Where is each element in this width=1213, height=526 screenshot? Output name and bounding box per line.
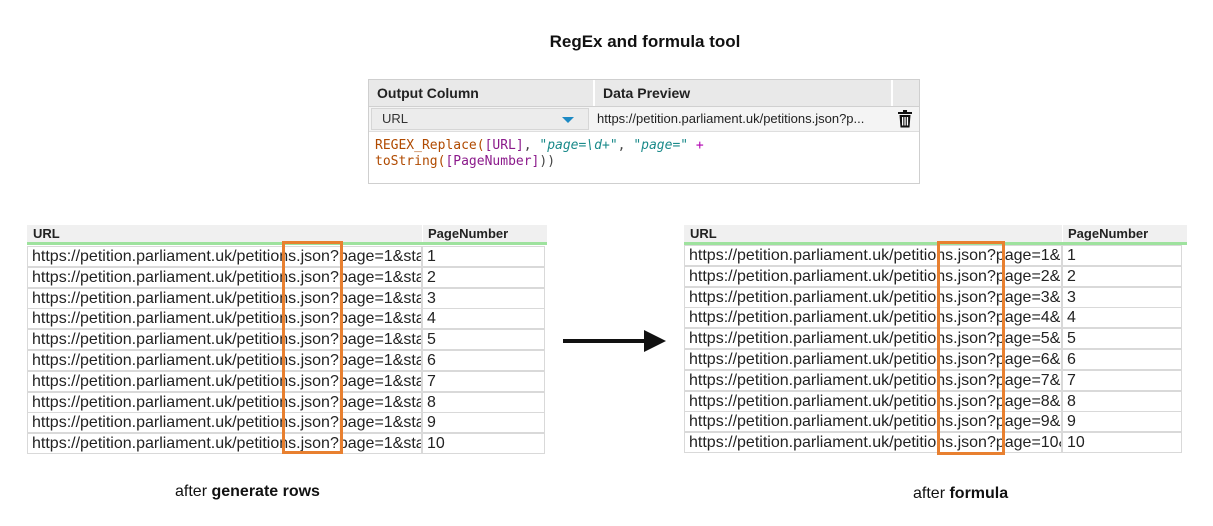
caption-before: after generate rows (175, 483, 320, 501)
pagenumber-cell: 5 (422, 329, 545, 351)
pagenumber-cell: 3 (1062, 286, 1182, 308)
pagenumber-cell: 4 (422, 308, 545, 330)
pagenumber-cell: 4 (1062, 307, 1182, 329)
chevron-down-icon (562, 117, 574, 123)
page-title: RegEx and formula tool (549, 32, 741, 51)
pagenumber-cell: 9 (422, 412, 545, 434)
url-cell: https://petition.parliament.uk/petitions… (27, 266, 422, 288)
url-cell: https://petition.parliament.uk/petitions… (27, 350, 422, 371)
url-cell: https://petition.parliament.uk/petitions… (684, 349, 1062, 370)
data-preview-value: https://petition.parliament.uk/petitions… (597, 111, 865, 126)
pagenumber-cell: 7 (422, 370, 545, 392)
url-cell: https://petition.parliament.uk/petitions… (684, 328, 1062, 350)
formula-row: URL https://petition.parliament.uk/petit… (369, 107, 919, 132)
pagenumber-cell: 2 (1062, 265, 1182, 287)
url-cell: https://petition.parliament.uk/petitions… (27, 433, 422, 455)
pagenumber-cell: 10 (1062, 432, 1182, 454)
pagenumber-cell: 9 (1062, 411, 1182, 433)
caption-after: after formula (913, 485, 1008, 503)
expr-function: toString( (375, 154, 446, 169)
formula-tool-panel: Output Column Data Preview URL https://p… (368, 79, 920, 184)
expr-function: REGEX_Replace( (375, 138, 485, 153)
pagenumber-cell: 3 (422, 287, 545, 309)
page-param-highlight-before (282, 241, 343, 454)
column-header-url: URL (690, 226, 717, 241)
formula-panel-header: Output Column Data Preview (369, 80, 919, 107)
pagenumber-cell: 2 (422, 266, 545, 288)
pagenumber-cell: 1 (1062, 245, 1182, 266)
expr-string: "page=\d+" (539, 138, 618, 153)
caption-after-prefix: after (913, 485, 950, 502)
pagenumber-cell: 5 (1062, 328, 1182, 350)
expr-separator: , (523, 138, 540, 153)
url-cell: https://petition.parliament.uk/petitions… (684, 245, 1062, 266)
output-column-value: URL (382, 111, 409, 126)
url-cell: https://petition.parliament.uk/petitions… (27, 308, 422, 330)
pagenumber-cell: 6 (1062, 349, 1182, 370)
expr-separator: , (617, 138, 634, 153)
pagenumber-cell: 7 (1062, 369, 1182, 391)
header-divider (422, 225, 423, 242)
header-divider (593, 80, 595, 106)
output-column-header: Output Column (377, 85, 479, 101)
expr-field: [URL] (484, 138, 524, 153)
column-header-url: URL (33, 226, 60, 241)
pagenumber-cell: 6 (422, 350, 545, 371)
url-cell: https://petition.parliament.uk/petitions… (684, 307, 1062, 329)
pagenumber-cell: 8 (422, 391, 545, 413)
expr-field: [PageNumber] (445, 154, 540, 169)
trash-icon[interactable] (897, 110, 913, 128)
caption-before-prefix: after (175, 483, 212, 500)
expr-closing: )) (539, 154, 556, 169)
url-cell: https://petition.parliament.uk/petitions… (684, 432, 1062, 454)
caption-after-bold: formula (949, 485, 1009, 502)
formula-expression-editor[interactable]: REGEX_Replace([URL], "page=\d+", "page="… (375, 138, 704, 170)
url-cell: https://petition.parliament.uk/petitions… (27, 391, 422, 413)
url-cell: https://petition.parliament.uk/petitions… (27, 246, 422, 267)
header-divider (891, 80, 893, 106)
header-divider (1062, 225, 1063, 242)
page-param-highlight-after (937, 241, 1005, 455)
url-cell: https://petition.parliament.uk/petitions… (27, 287, 422, 309)
pagenumber-cell: 1 (422, 246, 545, 267)
expr-string: "page=" (633, 138, 689, 153)
output-column-dropdown[interactable]: URL (371, 108, 589, 130)
pagenumber-cell: 8 (1062, 390, 1182, 412)
url-cell: https://petition.parliament.uk/petitions… (27, 370, 422, 392)
column-header-pagenumber: PageNumber (1068, 226, 1149, 241)
expr-operator: + (688, 138, 704, 153)
url-cell: https://petition.parliament.uk/petitions… (684, 286, 1062, 308)
url-cell: https://petition.parliament.uk/petitions… (684, 369, 1062, 391)
after-table-header: URL PageNumber (684, 225, 1187, 245)
url-cell: https://petition.parliament.uk/petitions… (684, 411, 1062, 433)
url-cell: https://petition.parliament.uk/petitions… (684, 390, 1062, 412)
url-cell: https://petition.parliament.uk/petitions… (27, 329, 422, 351)
url-cell: https://petition.parliament.uk/petitions… (684, 265, 1062, 287)
url-cell: https://petition.parliament.uk/petitions… (27, 412, 422, 434)
pagenumber-cell: 10 (422, 433, 545, 455)
data-preview-header: Data Preview (603, 85, 691, 101)
caption-before-bold: generate rows (211, 483, 320, 500)
column-header-pagenumber: PageNumber (428, 226, 509, 241)
